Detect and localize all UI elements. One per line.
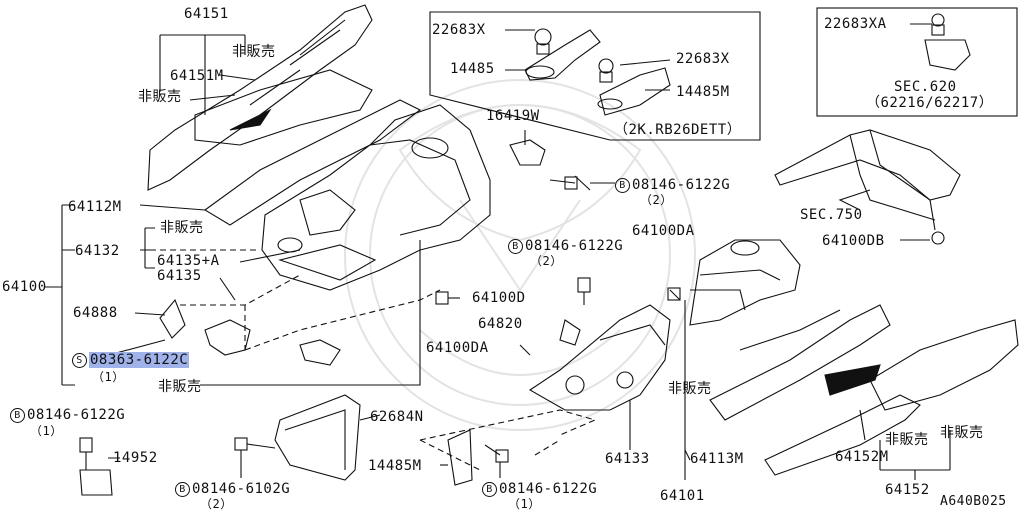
- part-label-64820: 64820: [478, 316, 523, 332]
- panel-64133: [528, 304, 671, 411]
- part-label-64100D: 64100D: [472, 290, 526, 306]
- diagram-code: A640B025: [940, 494, 1007, 509]
- part-label-64152M: 64152M: [835, 449, 889, 465]
- rail-64112M: [204, 99, 422, 226]
- bolt-ref-symbol: B: [482, 482, 497, 497]
- panel-64100DA: [689, 239, 801, 326]
- bolt-ref-symbol: B: [175, 482, 190, 497]
- section-label-750: SEC.750: [800, 207, 863, 223]
- part-label-64113M: 64113M: [690, 451, 744, 467]
- part-qty: （1）: [508, 497, 541, 510]
- part-label-22683X: 22683X: [676, 51, 730, 67]
- bolt-ref-symbol: B: [10, 408, 25, 423]
- section-refs-620: （62216/62217）: [866, 95, 994, 111]
- bracket-14485: [524, 29, 601, 81]
- not-sold-label: 非販売: [885, 432, 929, 448]
- bracket-64888: [159, 298, 186, 339]
- part-qty: （1）: [92, 370, 125, 384]
- panel-62684N: [274, 394, 361, 481]
- not-sold-label: 非販売: [668, 381, 712, 397]
- bracket-14485M: [599, 67, 671, 116]
- upper-rail-64151: [147, 4, 373, 191]
- bracket-14952: [79, 469, 113, 496]
- part-label-64152: 64152: [885, 482, 930, 498]
- not-sold-label: 非販売: [232, 44, 276, 60]
- strut-tower: [261, 104, 491, 291]
- part-label-64100DB: 64100DB: [822, 233, 885, 249]
- upper-rail-inner: [194, 69, 373, 146]
- engine-note: （2K.RB26DETT）: [614, 122, 742, 138]
- part-label-64135A: 64135+A: [157, 253, 220, 269]
- bracket-16419W: [509, 139, 546, 166]
- bracket-14485M-lower: [447, 429, 473, 486]
- part-label-64100DA: 64100DA: [426, 340, 489, 356]
- part-label-14485M: 14485M: [368, 458, 422, 474]
- member-64152M: [764, 394, 921, 476]
- member-64152: [869, 319, 1019, 411]
- part-label-64151M: 64151M: [170, 68, 224, 84]
- part-label-64151: 64151: [184, 6, 229, 22]
- part-label-64100DA: 64100DA: [632, 223, 695, 239]
- not-sold-label: 非販売: [160, 220, 204, 236]
- screw-ref-symbol: S: [72, 353, 87, 368]
- watermark-emblem: [344, 79, 696, 431]
- bolt-ref-symbol: B: [508, 239, 523, 254]
- sec750-rail: [774, 129, 961, 201]
- part-label-14485M: 14485M: [676, 84, 730, 100]
- part-label-14952: 14952: [113, 450, 158, 466]
- part-qty: （2）: [200, 497, 233, 510]
- member-64113M: [709, 304, 891, 421]
- not-sold-label: 非販売: [940, 425, 984, 441]
- part-label-64101: 64101: [660, 488, 705, 504]
- inset-engine-frame: [429, 11, 761, 141]
- not-sold-label: 非販売: [158, 379, 202, 395]
- not-sold-label: 非販売: [138, 89, 182, 105]
- section-label-620: SEC.620: [894, 79, 957, 95]
- part-label-14485: 14485: [450, 61, 495, 77]
- part-qty: （1）: [30, 424, 63, 438]
- part-label-64112M: 64112M: [68, 199, 122, 215]
- part-qty: （2）: [640, 193, 673, 207]
- bolt-ref-symbol: B: [615, 178, 630, 193]
- part-label-64888: 64888: [73, 305, 118, 321]
- inset-sec620-frame: [816, 7, 1018, 117]
- bracket-64135: [204, 319, 251, 356]
- part-label-22683XA: 22683XA: [824, 16, 887, 32]
- part-label-16419W: 16419W: [486, 108, 540, 124]
- part-qty: （2）: [530, 254, 563, 268]
- part-label-64100: 64100: [2, 279, 47, 295]
- part-label-64132: 64132: [75, 243, 120, 259]
- selected-part-number[interactable]: 08363-6122C: [89, 352, 190, 368]
- part-label-64135: 64135: [157, 268, 202, 284]
- part-label-64133: 64133: [605, 451, 650, 467]
- part-label-62684N: 62684N: [370, 409, 424, 425]
- part-label-22683X: 22683X: [432, 22, 486, 38]
